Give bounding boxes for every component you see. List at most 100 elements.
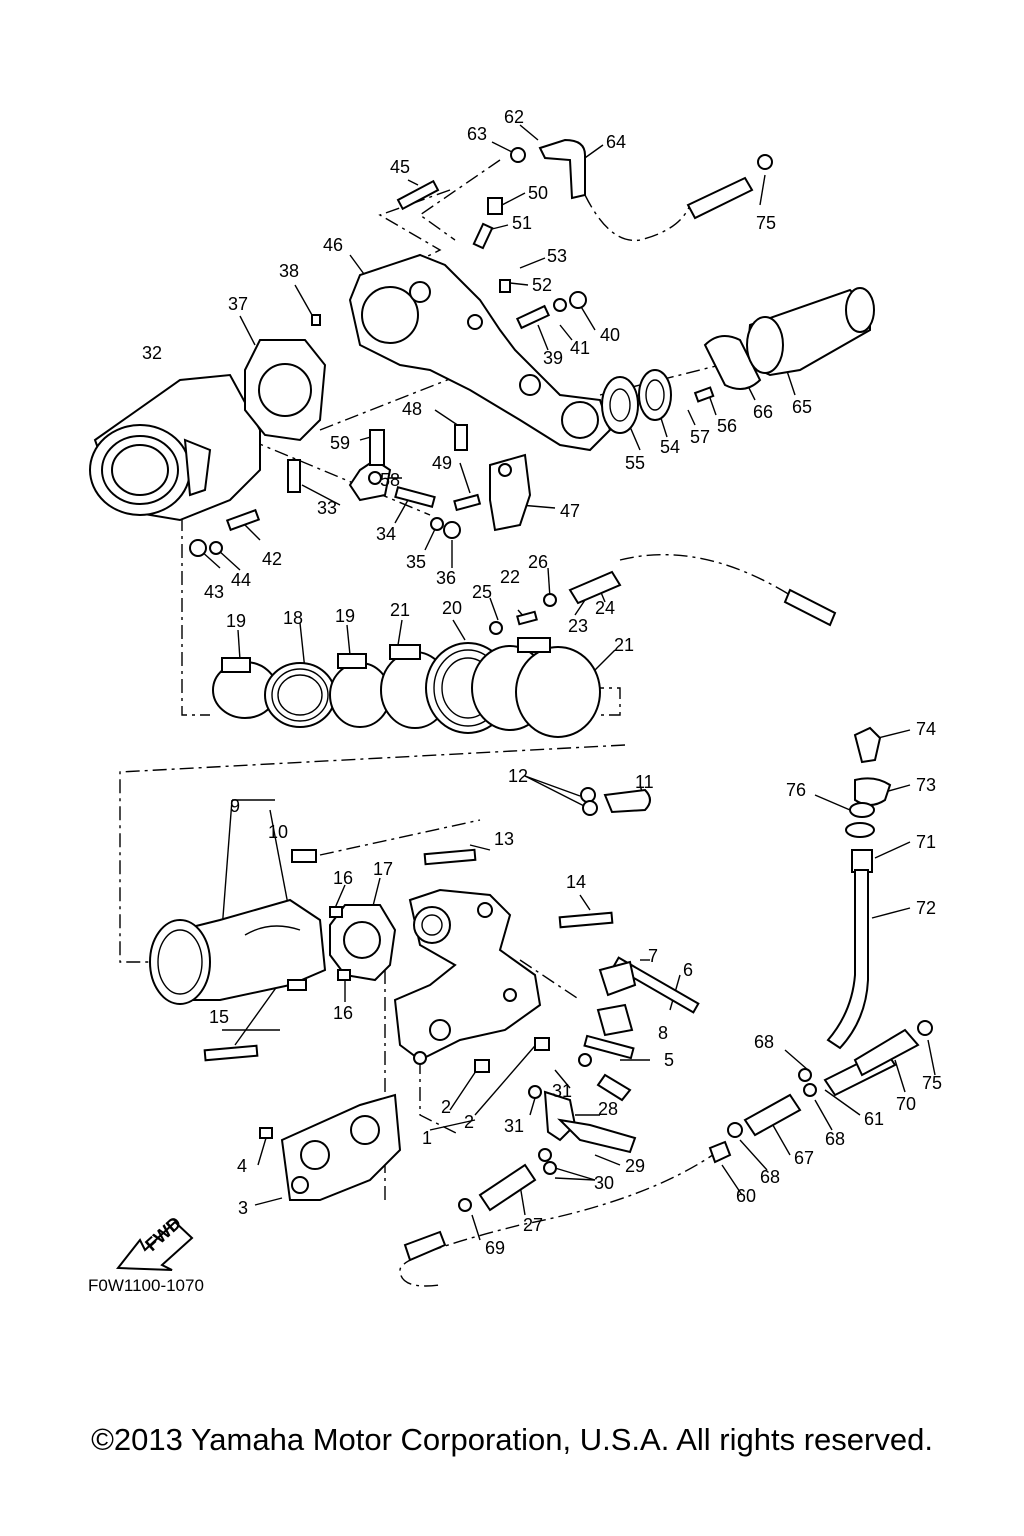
part-label: 9 — [230, 796, 240, 816]
part-label: 49 — [432, 453, 452, 473]
part-label: 67 — [794, 1148, 814, 1168]
part-label: 26 — [528, 552, 548, 572]
hose-clamps-row — [212, 637, 601, 738]
outlet-pipe-65-66 — [703, 287, 875, 390]
part-label: 66 — [753, 402, 773, 422]
part-label: 15 — [209, 1007, 229, 1027]
fwd-arrow: FWD — [116, 1213, 194, 1271]
part-label: 29 — [625, 1156, 645, 1176]
part-label: 22 — [500, 567, 520, 587]
part-label: 59 — [330, 433, 350, 453]
bracket-58 — [348, 458, 392, 502]
part-label: 4 — [237, 1156, 247, 1176]
part-label: 75 — [922, 1073, 942, 1093]
copyright-notice: ©2013 Yamaha Motor Corporation, U.S.A. A… — [91, 1422, 933, 1457]
part-label: 2 — [464, 1112, 474, 1132]
fitting-67-68 — [727, 1068, 817, 1138]
part-label: 3 — [238, 1198, 248, 1218]
part-label: 71 — [916, 832, 936, 852]
part-label: 43 — [204, 582, 224, 602]
part-label: 14 — [566, 872, 586, 892]
part-label: 65 — [792, 397, 812, 417]
part-label: 74 — [916, 719, 936, 739]
part-label: 50 — [528, 183, 548, 203]
part-label: 53 — [547, 246, 567, 266]
flange-gaskets-54-55 — [601, 369, 672, 434]
part-label: 62 — [504, 107, 524, 127]
part-label: 1 — [422, 1128, 432, 1148]
part-label: 64 — [606, 132, 626, 152]
part-label: 38 — [279, 261, 299, 281]
part-label: 55 — [625, 453, 645, 473]
part-label: 6 — [683, 960, 693, 980]
part-label: 39 — [543, 348, 563, 368]
part-label: 58 — [380, 470, 400, 490]
part-label: 8 — [658, 1023, 668, 1043]
part-label: 48 — [402, 399, 422, 419]
part-label: 60 — [736, 1186, 756, 1206]
part-label: 11 — [635, 772, 654, 792]
part-label: 28 — [598, 1099, 618, 1119]
part-label: 23 — [568, 616, 588, 636]
exhaust-pipe-9 — [149, 898, 327, 1005]
part-label: 68 — [825, 1129, 845, 1149]
part-label: 37 — [228, 294, 248, 314]
hose-11-12 — [580, 787, 651, 816]
gasket-37 — [244, 339, 327, 442]
part-label: 5 — [664, 1050, 674, 1070]
bolts-upper — [189, 179, 715, 557]
water-lines-27-31 — [458, 1053, 637, 1212]
part-label: 68 — [754, 1032, 774, 1052]
part-label: 57 — [690, 427, 710, 447]
part-label: 20 — [442, 598, 462, 618]
part-label: 56 — [717, 416, 737, 436]
part-label: 47 — [560, 501, 580, 521]
guide-lines — [119, 159, 791, 1287]
part-label: 45 — [390, 157, 410, 177]
muffler-body — [89, 373, 261, 522]
part-label: 16 — [333, 868, 353, 888]
manifold-lower — [393, 888, 542, 1065]
part-label: 7 — [648, 946, 658, 966]
part-label: 73 — [916, 775, 936, 795]
hose-62-64 — [510, 138, 773, 220]
part-label: 36 — [436, 568, 456, 588]
part-label: 75 — [756, 213, 776, 233]
part-label: 70 — [896, 1094, 916, 1114]
part-label: 51 — [512, 213, 532, 233]
hose-60 — [403, 1140, 732, 1262]
part-label: 24 — [595, 598, 615, 618]
part-label: 19 — [226, 611, 246, 631]
part-label: 12 — [508, 766, 528, 786]
water-hose-23-24 — [489, 570, 837, 635]
part-label: 13 — [494, 829, 514, 849]
part-label: 25 — [472, 582, 492, 602]
part-label: 31 — [552, 1081, 572, 1101]
filler-hose-71-74 — [826, 726, 892, 1050]
part-label: 10 — [268, 822, 288, 842]
part-label: 21 — [614, 635, 634, 655]
gasket-17 — [329, 904, 397, 982]
part-label: 41 — [570, 338, 590, 358]
part-label: 31 — [504, 1116, 524, 1136]
part-label: 30 — [594, 1173, 614, 1193]
part-label: 76 — [786, 780, 806, 800]
drawing-code: F0W1100-1070 — [88, 1276, 204, 1295]
part-label: 21 — [390, 600, 410, 620]
part-label: 34 — [376, 524, 396, 544]
part-labels: 1 2 2 3 4 5 6 7 8 9 10 11 12 13 14 15 16… — [142, 107, 942, 1258]
part-label: 63 — [467, 124, 487, 144]
part-label: 52 — [532, 275, 552, 295]
part-label: 33 — [317, 498, 337, 518]
part-label: 2 — [441, 1097, 451, 1117]
part-label: 18 — [283, 608, 303, 628]
part-label: 32 — [142, 343, 162, 363]
bolts-lower — [203, 848, 700, 1139]
part-label: 72 — [916, 898, 936, 918]
part-label: 19 — [335, 606, 355, 626]
gasket-3 — [280, 1093, 402, 1201]
bracket-7-8 — [596, 960, 637, 1037]
part-label: 40 — [600, 325, 620, 345]
part-label: 27 — [523, 1215, 543, 1235]
